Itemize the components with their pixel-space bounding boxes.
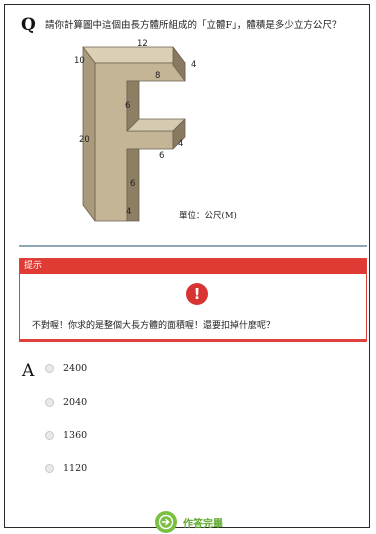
radio-button[interactable]	[45, 398, 54, 407]
label-upper-inner-height: 6	[125, 101, 131, 111]
f-top-arm-end	[172, 46, 186, 82]
answer-letter: A	[22, 361, 35, 381]
answer-option-label: 1120	[63, 463, 88, 474]
hint-message: 不對喔！你求的是整個大長方體的面積喔！還要扣掉什麼呢？	[32, 321, 276, 331]
label-top-arm-height: 4	[191, 60, 197, 70]
answer-option-2[interactable]: 2040	[45, 397, 87, 408]
f-front-face	[94, 62, 186, 222]
divider	[19, 245, 367, 247]
hint-panel: 提示 ! 不對喔！你求的是整個大長方體的面積喔！還要扣掉什麼呢？	[19, 258, 367, 342]
label-middle-arm-height: 4	[178, 139, 184, 149]
label-middle-arm-length: 6	[159, 151, 165, 161]
unit-text: 單位：公尺(M)	[179, 211, 237, 221]
f-left-face	[82, 46, 96, 222]
answer-option-label: 1360	[63, 430, 88, 441]
radio-button[interactable]	[45, 364, 54, 373]
answer-option-4[interactable]: 1120	[45, 463, 87, 474]
question-card: Q 請你計算圖中這個由長方體所組成的「立體F」，體積是多少立方公尺？	[4, 4, 370, 533]
submit-button[interactable]: 作答完畢	[155, 511, 223, 533]
f-shape-icon	[82, 46, 186, 222]
label-bottom-width: 4	[126, 207, 132, 217]
answer-option-1[interactable]: 2400	[45, 363, 87, 374]
radio-button[interactable]	[45, 431, 54, 440]
exclamation-icon: !	[186, 283, 208, 305]
answer-option-label: 2400	[63, 363, 88, 374]
label-top-depth: 10	[74, 56, 85, 66]
f-lower-inner-side	[126, 148, 140, 222]
label-top-arm-length: 8	[155, 71, 161, 81]
hint-header: 提示	[20, 259, 366, 274]
label-left-height: 20	[79, 135, 90, 145]
f-middle-arm-end	[172, 118, 186, 150]
question-text: 請你計算圖中這個由長方體所組成的「立體F」，體積是多少立方公尺？	[45, 20, 342, 31]
submit-label: 作答完畢	[183, 518, 223, 530]
label-lower-inner-height: 6	[130, 179, 136, 189]
question-letter: Q	[21, 15, 36, 35]
radio-button[interactable]	[45, 464, 54, 473]
f-top-face	[82, 46, 186, 64]
f-shape-figure: 12 10 8 4 6 20 4 6 6 4	[74, 35, 305, 235]
arrow-right-circle-icon[interactable]	[155, 511, 177, 533]
answer-option-3[interactable]: 1360	[45, 430, 87, 441]
answer-option-label: 2040	[63, 397, 88, 408]
label-top-width: 12	[137, 39, 148, 49]
